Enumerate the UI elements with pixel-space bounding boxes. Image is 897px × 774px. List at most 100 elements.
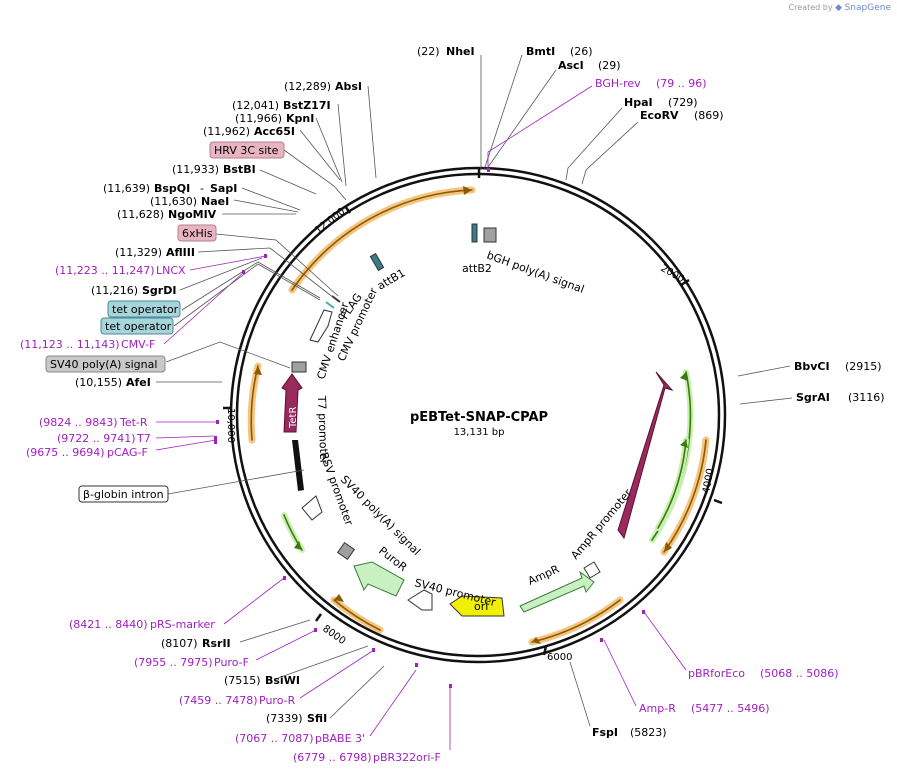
site-name-bspqi[interactable]: BspQI	[154, 182, 190, 195]
site-name-sfii[interactable]: SfiI	[307, 712, 327, 725]
site-name-pbabe3[interactable]: pBABE 3'	[315, 732, 365, 745]
ampr-feature[interactable]	[519, 570, 595, 613]
leader-beta-globin	[167, 469, 305, 495]
site-pos-bmti: (26)	[570, 45, 593, 58]
tick-2000	[680, 278, 690, 287]
attb2-feature[interactable]	[471, 223, 478, 243]
orf-line-bottom-left	[333, 599, 381, 631]
tick-label-2000: 2000	[659, 263, 687, 285]
site-name-puro-f[interactable]: Puro-F	[214, 656, 249, 669]
site-name-ngomiv[interactable]: NgoMIV	[168, 208, 217, 221]
site-name-sapi[interactable]: SapI	[210, 182, 237, 195]
site-name-asci[interactable]: AscI	[558, 59, 584, 72]
primer-mark-pcag-f	[214, 436, 217, 444]
site-pos-kpni: (11,966)	[235, 112, 282, 125]
leader-sfii	[329, 665, 385, 719]
leader-sgrdi	[179, 257, 263, 291]
site-name-bmti[interactable]: BmtI	[526, 45, 555, 58]
puror-feature[interactable]	[353, 561, 405, 597]
site-name-prs-marker[interactable]: pRS-marker	[150, 618, 215, 631]
tick-label-12000: 12,000	[313, 206, 347, 236]
site-pos-pbr322ori-f: (6779 .. 6798)	[293, 751, 372, 764]
site-pos-lncx: (11,223 .. 11,247)	[55, 264, 155, 277]
site-name-t7[interactable]: T7	[136, 432, 151, 445]
site-name-puro-r[interactable]: Puro-R	[259, 694, 296, 707]
leader-sgrai	[739, 397, 793, 405]
ampr-promoter-feature[interactable]	[583, 561, 601, 579]
site-pos-fspi: (5823)	[630, 726, 667, 739]
site-pos-ecorv: (869)	[694, 109, 724, 122]
bgh-polya-feature[interactable]	[483, 227, 497, 243]
primer-mark-tet-r	[216, 420, 219, 424]
site-name-absi[interactable]: AbsI	[335, 80, 362, 93]
credit-brand: SnapGene	[844, 3, 891, 13]
beta-globin-intron-feature[interactable]	[292, 440, 304, 491]
leader-absi	[367, 85, 377, 179]
leader-tet-operator-1	[181, 261, 321, 311]
sv40-polya-feature[interactable]	[336, 541, 356, 561]
leader-bsiwi	[277, 645, 369, 679]
tick-8000	[314, 613, 323, 622]
site-name-pbr322ori-f[interactable]: pBR322ori-F	[373, 751, 441, 764]
tick-6000	[542, 645, 548, 656]
site-name-naei[interactable]: NaeI	[201, 195, 229, 208]
cmv-promoter-feature[interactable]	[309, 309, 333, 343]
leader-fspi	[569, 661, 591, 727]
site-name-bbvci[interactable]: BbvCI	[794, 360, 830, 373]
site-name-sgrdi[interactable]: SgrDI	[142, 284, 176, 297]
hrv3c-label: HRV 3C site	[214, 144, 279, 157]
leader-pbabe3	[369, 669, 417, 737]
leader-ecorv	[581, 121, 639, 185]
site-name-bsiwi[interactable]: BsiWI	[265, 674, 300, 687]
orf-arrowhead-right	[664, 542, 672, 552]
site-pos-bstz17i: (12,041)	[232, 99, 279, 112]
site-name-sgrai[interactable]: SgrAI	[796, 391, 830, 404]
snapgene-logo-icon: ◆	[835, 3, 843, 13]
site-pos-acc65i: (11,962)	[203, 125, 250, 138]
site-name-hpai[interactable]: HpaI	[624, 96, 653, 109]
beta-globin-intron-box[interactable]	[78, 485, 169, 503]
site-name-tet-r[interactable]: Tet-R	[119, 416, 148, 429]
site-name-bgh-rev[interactable]: BGH-rev	[595, 77, 641, 90]
site-pos-naei: (11,630)	[150, 195, 197, 208]
tetr-feature[interactable]	[281, 373, 303, 433]
site-name-kpni[interactable]: KpnI	[286, 112, 314, 125]
site-name-acc65i[interactable]: Acc65I	[254, 125, 295, 138]
site-pos-nhei: (22)	[417, 45, 440, 58]
site-pos-puro-r: (7459 .. 7478)	[179, 694, 258, 707]
sv40-promoter-feature[interactable]	[407, 589, 433, 611]
site-name-fspi[interactable]: FspI	[592, 726, 618, 739]
orf-arrowhead-bottom-left	[334, 594, 344, 602]
tet-operator-2-box[interactable]	[100, 317, 174, 335]
site-name-pcag-f[interactable]: pCAG-F	[107, 446, 148, 459]
ebna1-feature[interactable]	[617, 371, 674, 540]
tet-operator-feature[interactable]	[325, 301, 335, 309]
feature-label-attb2: attB2	[462, 262, 492, 275]
rsv-promoter-feature[interactable]	[301, 495, 323, 521]
site-name-lncx[interactable]: LNCX	[156, 264, 186, 277]
site-name-pbrforeco[interactable]: pBRforEco	[688, 667, 745, 680]
tet-operator-1-box[interactable]	[107, 300, 181, 318]
ori-feature[interactable]	[449, 595, 505, 617]
hrv3c-box[interactable]	[209, 141, 285, 159]
cmv-enhancer-box[interactable]	[291, 361, 307, 373]
site-name-rsrii[interactable]: RsrII	[202, 637, 231, 650]
leader-pbrforeco	[643, 611, 687, 671]
orf-arrowhead-green-right-1	[680, 372, 688, 381]
leader-amp-r	[603, 639, 637, 707]
site-name-amp-r[interactable]: Amp-R	[639, 702, 676, 715]
leader-sv40-polya-box	[165, 341, 291, 369]
attb1-feature[interactable]	[369, 252, 385, 272]
primer-mark-puro-r	[372, 648, 375, 652]
sv40-polya-box[interactable]	[45, 355, 166, 373]
site-name-afliii[interactable]: AflIII	[166, 246, 195, 259]
site-name-ecorv[interactable]: EcoRV	[640, 109, 679, 122]
site-name-bstz17i[interactable]: BstZ17I	[283, 99, 331, 112]
6xhis-box[interactable]	[177, 224, 217, 242]
feature-label-ebna1: EBNA1	[648, 439, 670, 478]
site-name-afei[interactable]: AfeI	[126, 376, 151, 389]
site-name-bstbi[interactable]: BstBI	[223, 163, 256, 176]
site-name-cmv-f[interactable]: CMV-F	[121, 338, 155, 351]
site-name-nhei[interactable]: NheI	[446, 45, 475, 58]
leader-rsrii	[239, 619, 311, 643]
